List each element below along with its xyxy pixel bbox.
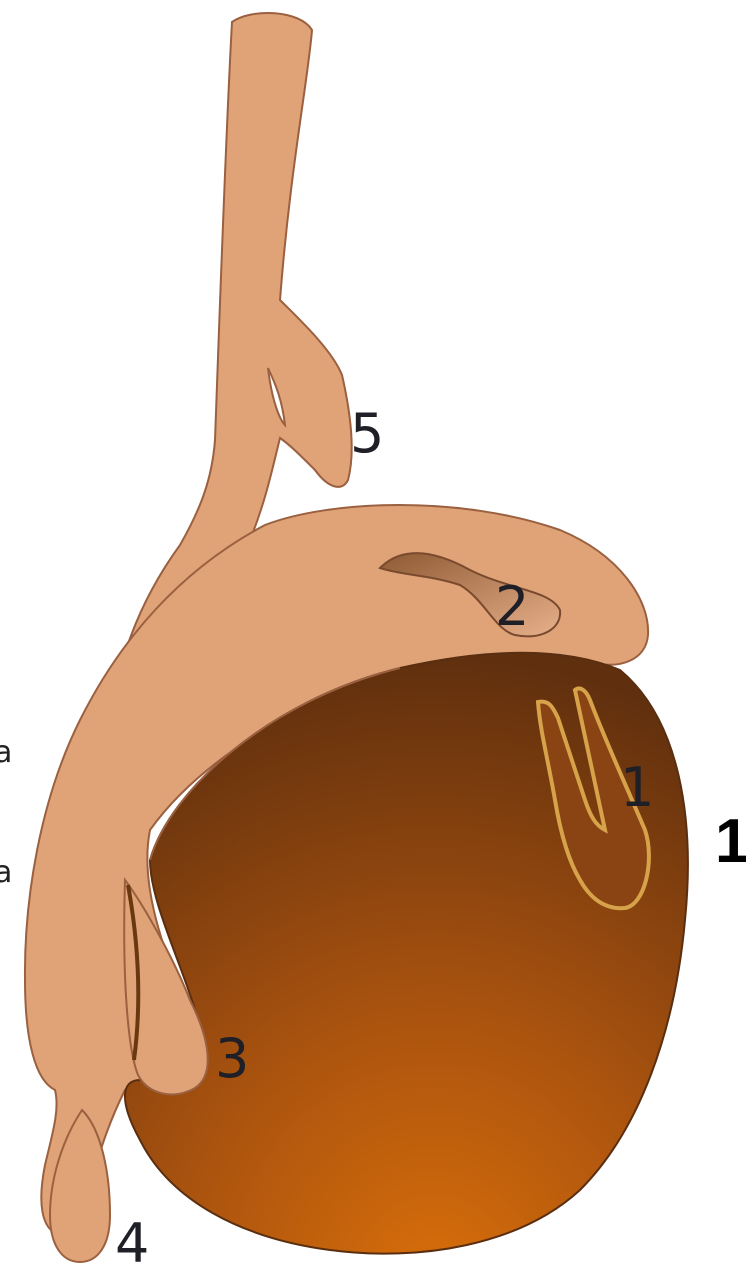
- label-4: 4: [115, 1212, 149, 1275]
- label-1: 1: [620, 756, 654, 819]
- label-3: 3: [215, 1027, 249, 1090]
- side-number: 1: [715, 807, 746, 876]
- left-edge-fragment-1: a: [0, 735, 12, 770]
- left-edge-fragment-2: a: [0, 855, 12, 890]
- label-2: 2: [495, 575, 529, 638]
- label-5: 5: [350, 402, 384, 465]
